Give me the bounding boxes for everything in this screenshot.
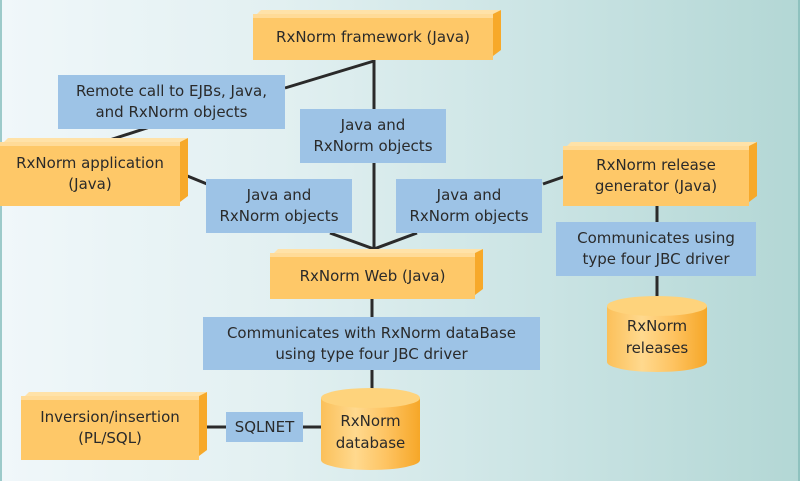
label-text: Communicates using type four JBC driver: [577, 229, 735, 268]
label-web-database-comm: Communicates with RxNorm dataBase using …: [203, 317, 540, 370]
datastore-label: RxNorm releases: [625, 317, 689, 357]
label-generator-web-objects: Java and RxNorm objects: [396, 179, 542, 233]
datastore-rxnorm-releases: RxNorm releases: [607, 296, 707, 372]
label-text: Java and RxNorm objects: [409, 186, 529, 225]
datastore-label: RxNorm database: [335, 412, 406, 452]
cylinder-top: [321, 388, 420, 408]
frame-left-border: [0, 0, 2, 481]
cylinder-body: [321, 398, 420, 460]
label-framework-web-objects: Java and RxNorm objects: [300, 109, 446, 163]
cylinder-bottom: [607, 352, 707, 372]
component-rxnorm-web: RxNorm Web (Java): [270, 253, 475, 299]
component-rxnorm-release-generator: RxNorm release generator (Java): [563, 146, 749, 206]
label-generator-releases-comm: Communicates using type four JBC driver: [556, 222, 756, 276]
label-remote-call: Remote call to EJBs, Java, and RxNorm ob…: [58, 75, 285, 129]
component-label: Inversion/insertion (PL/SQL): [40, 408, 180, 447]
cylinder-bottom: [321, 450, 420, 470]
component-label: RxNorm application (Java): [16, 154, 164, 193]
component-rxnorm-application: RxNorm application (Java): [0, 142, 180, 206]
component-label: RxNorm release generator (Java): [594, 156, 718, 195]
label-sqlnet: SQLNET: [226, 412, 303, 442]
component-label: RxNorm Web (Java): [299, 266, 446, 285]
label-text: Communicates with RxNorm dataBase using …: [226, 323, 517, 363]
datastore-rxnorm-database: RxNorm database: [321, 388, 420, 470]
label-app-web-objects: Java and RxNorm objects: [206, 179, 352, 233]
label-text: Java and RxNorm objects: [313, 116, 433, 155]
label-text: SQLNET: [234, 417, 295, 436]
label-text: Java and RxNorm objects: [219, 186, 339, 225]
connector-framework-remote: [284, 59, 375, 90]
component-rxnorm-framework: RxNorm framework (Java): [253, 14, 493, 60]
component-label: RxNorm framework (Java): [276, 27, 470, 46]
frame-right-border: [798, 0, 800, 481]
label-text: Remote call to EJBs, Java, and RxNorm ob…: [75, 82, 267, 121]
component-inversion-insertion: Inversion/insertion (PL/SQL): [21, 396, 199, 460]
cylinder-top: [607, 296, 707, 316]
